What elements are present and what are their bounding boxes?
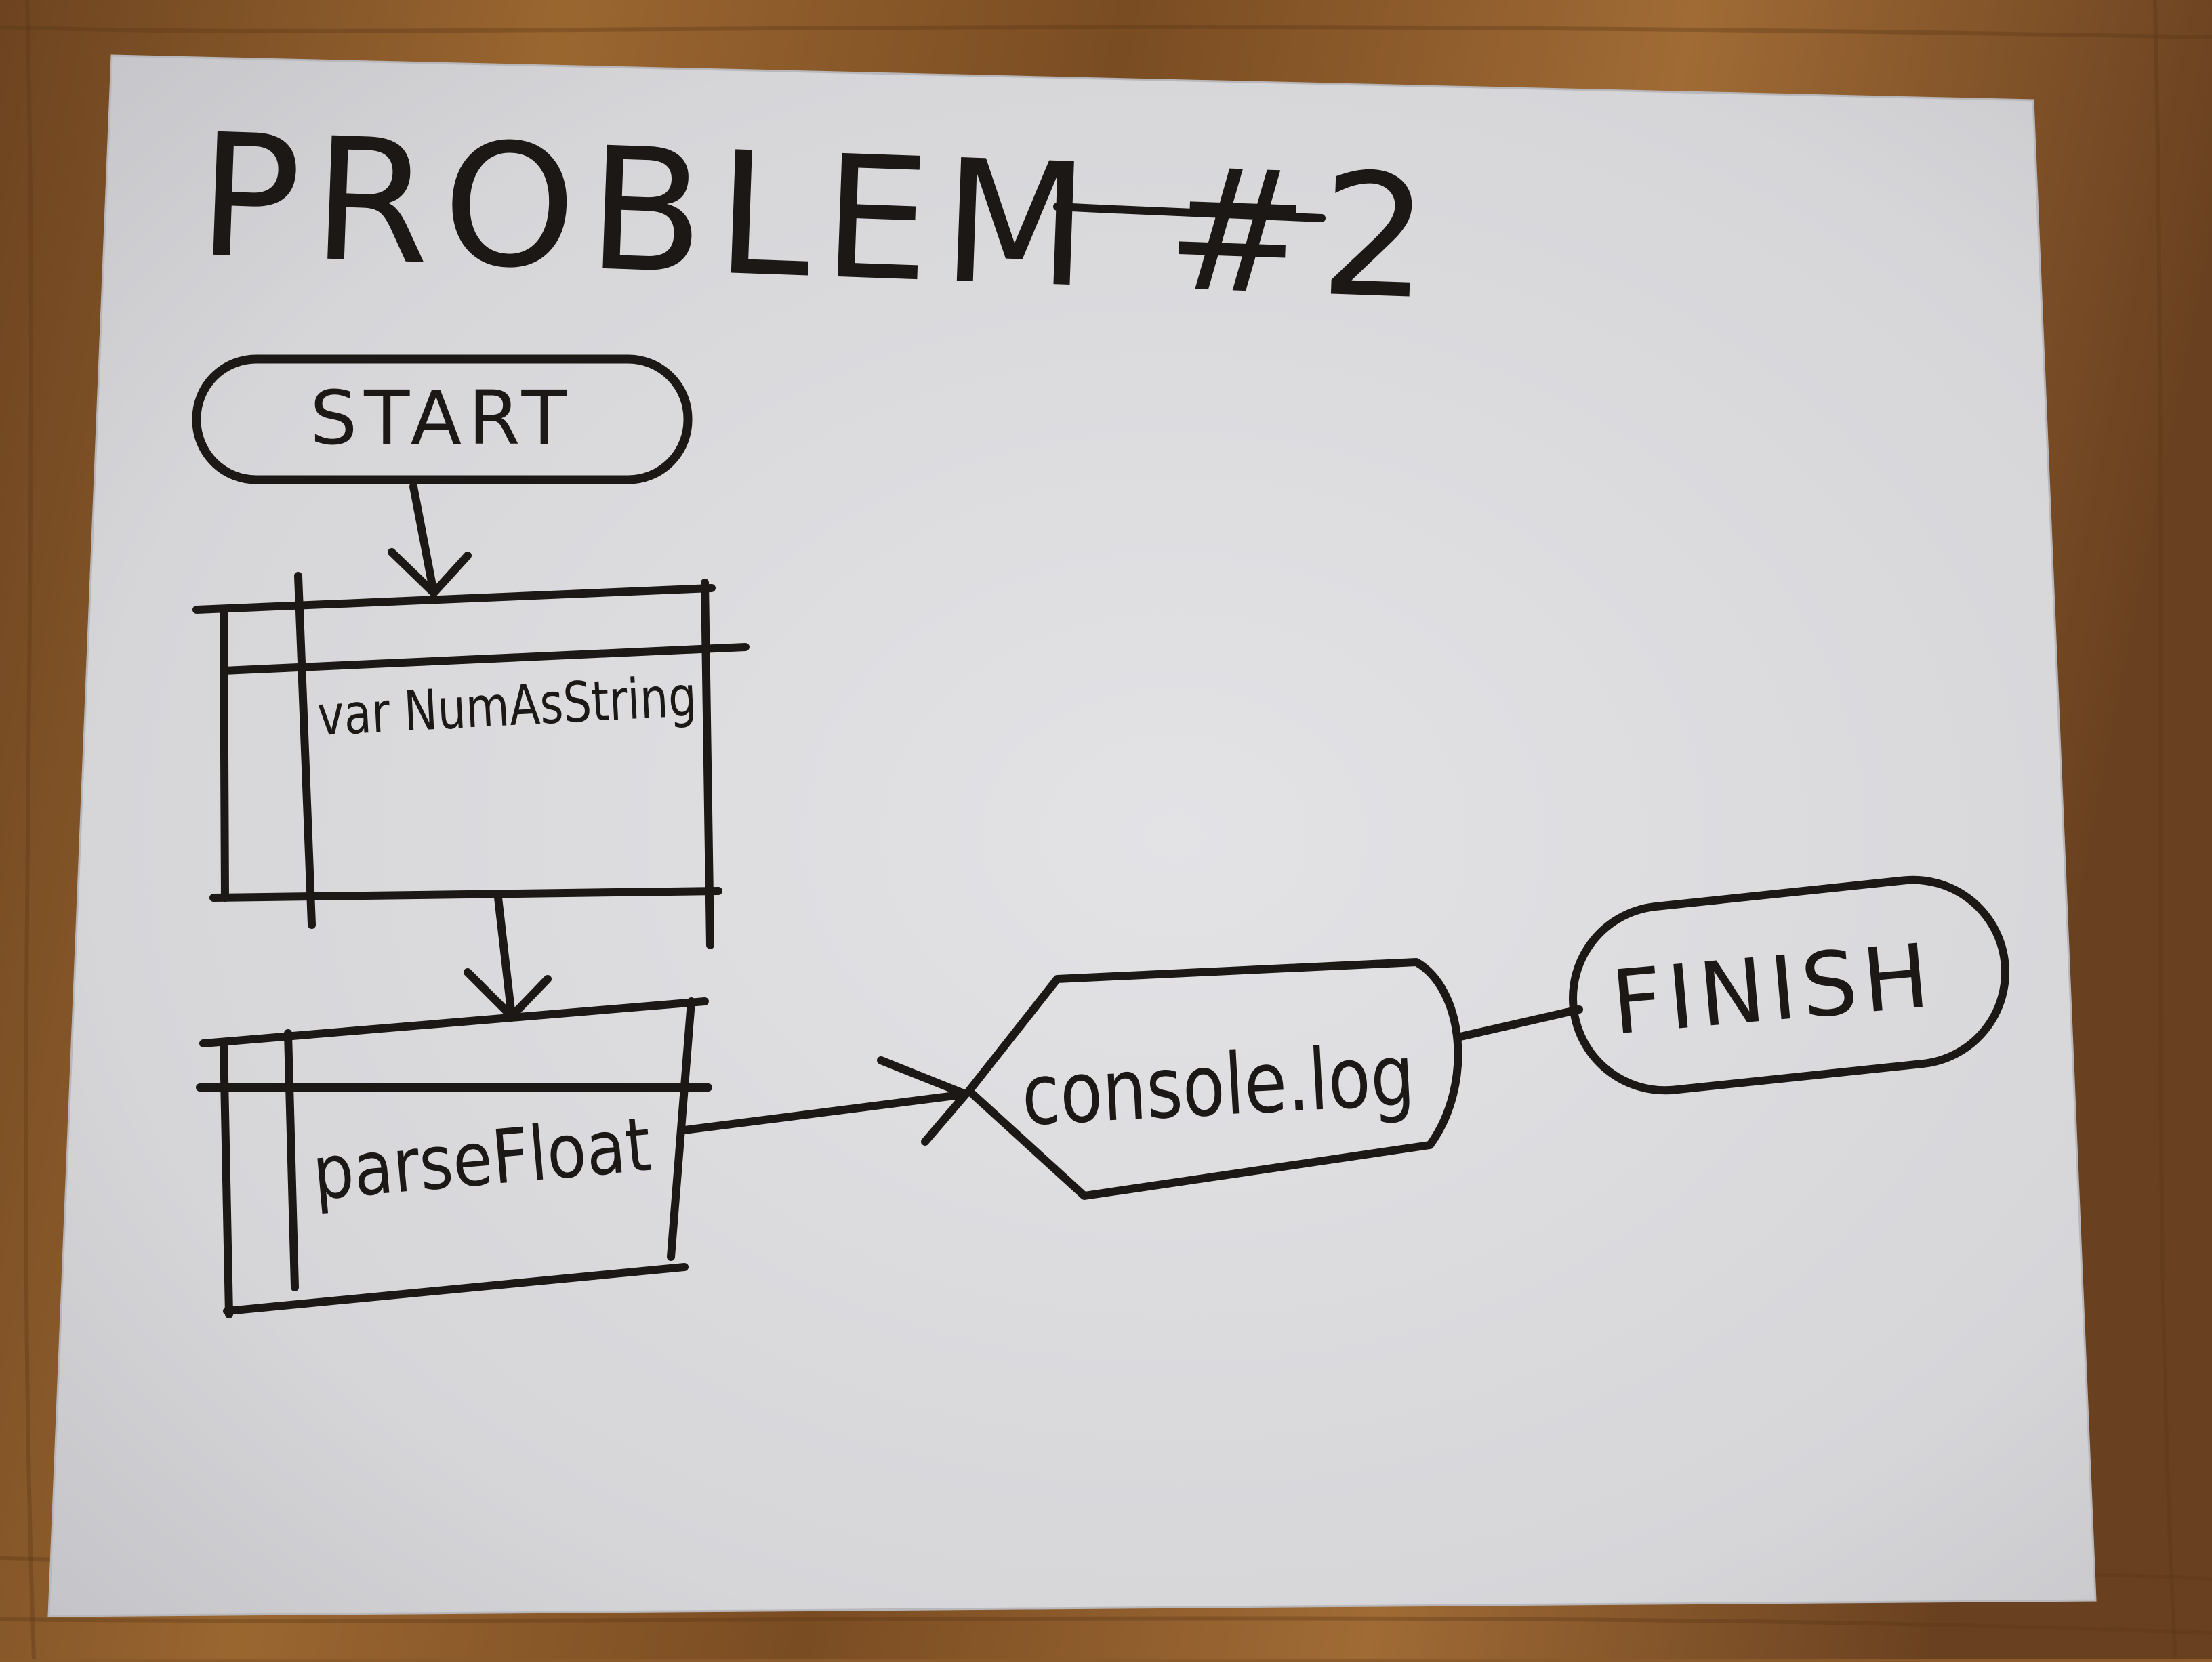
arrow-parse-to-output (680, 1056, 973, 1146)
start-terminal: START (192, 354, 693, 484)
output-display-label: console.log (1019, 1026, 1417, 1145)
start-terminal-shape (192, 354, 693, 484)
finish-terminal-shape (1569, 875, 2009, 1095)
connector-output-to-finish (1456, 1005, 1583, 1041)
paper-sheet (47, 54, 2097, 1617)
output-display-shape: console.log (965, 958, 1462, 1200)
output-display-outline (965, 958, 1462, 1200)
start-terminal-label: START (310, 375, 573, 461)
declare-process-box (192, 572, 750, 949)
title-underline-flourish (1053, 203, 1326, 222)
arrow-start-to-declare (388, 482, 472, 599)
